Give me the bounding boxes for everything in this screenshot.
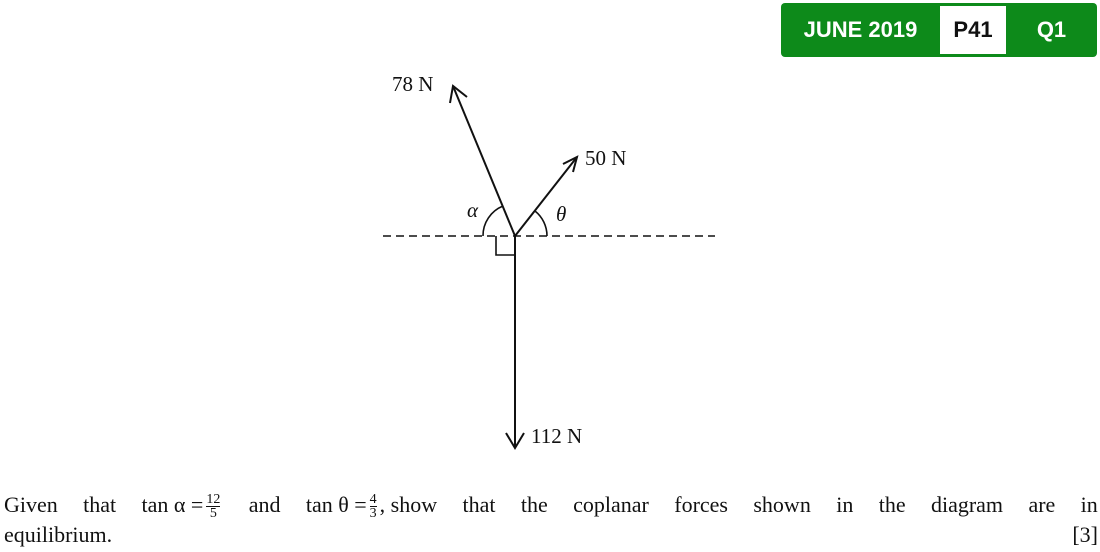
word: the <box>520 492 548 517</box>
word: shown <box>753 492 811 517</box>
word: are <box>1028 492 1056 517</box>
word: the <box>878 492 906 517</box>
label-112n: 112 N <box>531 424 583 448</box>
word: in <box>1080 492 1098 517</box>
word: and <box>248 492 281 517</box>
theta-arc <box>534 210 548 237</box>
word: diagram <box>930 492 1004 517</box>
word: that <box>83 492 117 517</box>
badge-question: Q1 <box>1036 17 1067 42</box>
question-line-2-text: equilibrium. <box>4 522 113 548</box>
word: coplanar <box>573 492 649 517</box>
question-line-2: equilibrium. [3] <box>4 520 1098 550</box>
word: that <box>462 492 496 517</box>
label-alpha: α <box>467 198 479 222</box>
arrowhead-78 <box>449 84 468 104</box>
question-badge: JUNE 2019 P41 Q1 <box>781 3 1097 57</box>
word: forces <box>674 492 728 517</box>
alpha-arc <box>482 205 504 237</box>
force-78-arrow <box>452 85 516 237</box>
word: in <box>836 492 854 517</box>
label-50n: 50 N <box>585 146 627 170</box>
label-78n: 78 N <box>392 72 434 96</box>
word: Given <box>4 492 58 517</box>
arrowhead-112 <box>505 432 525 450</box>
arrowhead-50 <box>562 155 579 173</box>
right-angle-marker <box>495 236 515 256</box>
label-theta: θ <box>556 202 567 226</box>
force-50-arrow <box>514 156 578 237</box>
badge-session: JUNE 2019 <box>803 17 918 42</box>
marks: [3] <box>1072 522 1098 548</box>
badge-paper: P41 <box>940 6 1006 54</box>
